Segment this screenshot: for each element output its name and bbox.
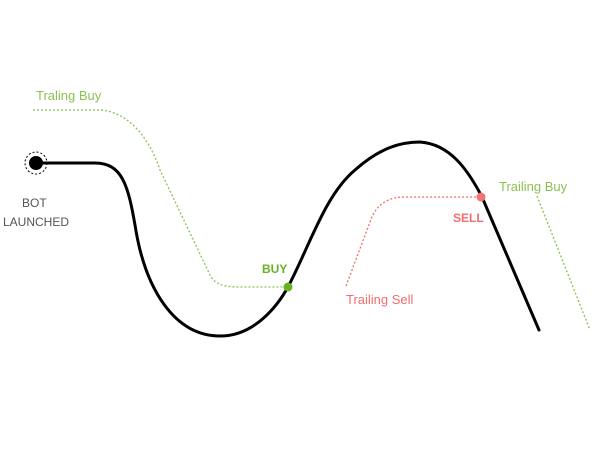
bot-label-line1: BOT	[22, 196, 47, 210]
buy-label: BUY	[262, 262, 288, 276]
trailing-sell-label: Trailing Sell	[346, 292, 414, 307]
trailing-buy-left-line	[33, 109, 287, 288]
trailing-buy-right-line	[536, 195, 591, 331]
trailing-buy-right-label: Trailing Buy	[499, 179, 568, 194]
trailing-sell-line	[345, 196, 480, 287]
trailing-buy-left-label: Traling Buy	[36, 88, 102, 103]
sell-label: SELL	[453, 211, 484, 225]
bot-label-line2: LAUNCHED	[3, 215, 70, 229]
start-marker-icon	[24, 151, 48, 175]
price-line	[34, 140, 541, 338]
sell-point	[476, 192, 486, 202]
buy-point	[283, 282, 293, 292]
